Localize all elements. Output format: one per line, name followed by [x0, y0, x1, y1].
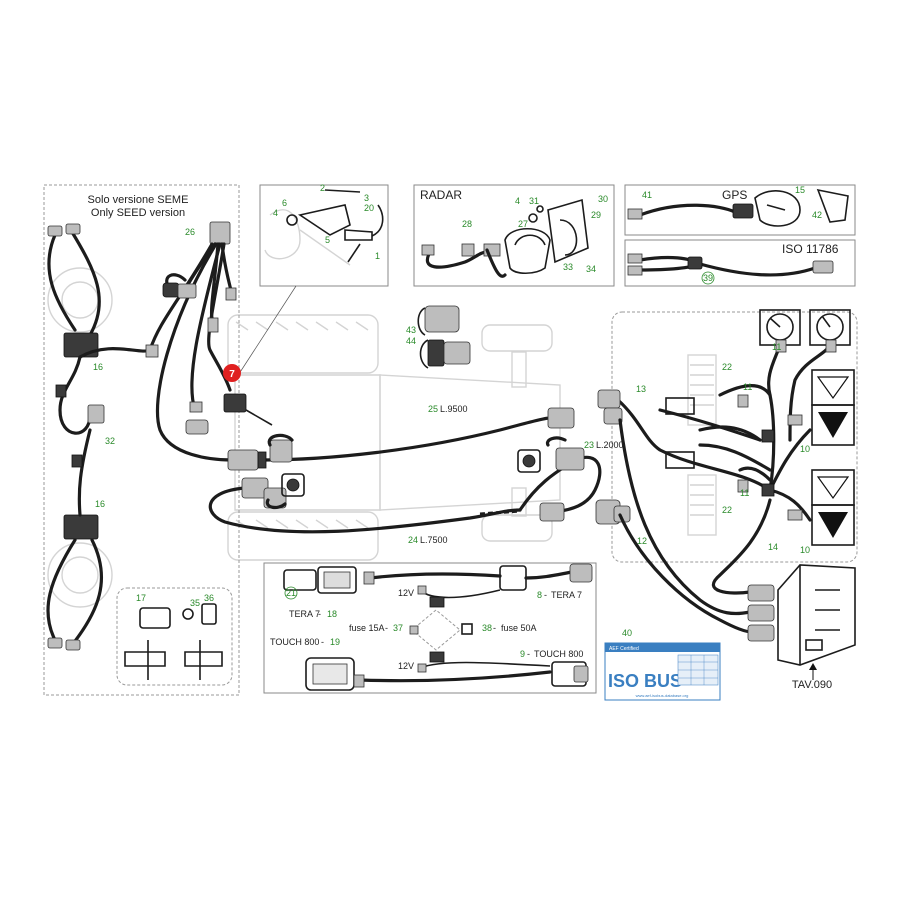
part-16a: 16 [93, 362, 103, 372]
gps-title: GPS [722, 188, 747, 202]
part-37: 37 [393, 623, 403, 633]
part-2: 2 [320, 183, 325, 193]
part-25: 25 [428, 404, 438, 414]
right-sensor-area [595, 309, 858, 563]
caption-fuse15: fuse 15A [349, 623, 385, 633]
part-17: 17 [136, 593, 146, 603]
part-16b: 16 [95, 499, 105, 509]
main-cables [208, 407, 602, 534]
part-27: 27 [518, 219, 528, 229]
isobus-logo: AEF Certified ISO BUS www.aef-isobus-dat… [604, 642, 721, 701]
part-4a: 4 [273, 208, 278, 218]
part-11b: 11 [743, 382, 752, 392]
part-20: 20 [364, 203, 374, 213]
svg-text:-: - [493, 623, 496, 633]
caption-12v-b: 12V [398, 661, 414, 671]
svg-text:-: - [321, 637, 324, 647]
part-15: 15 [795, 185, 805, 195]
svg-text:7: 7 [229, 369, 235, 380]
part-12: 12 [637, 536, 647, 546]
part-10b: 10 [800, 545, 810, 555]
part-21: 21 [286, 588, 296, 598]
caption-l2000: L.2000 [596, 440, 624, 450]
part-26: 26 [185, 227, 195, 237]
table-ref: TAV.090 [792, 679, 832, 691]
part-44: 44 [406, 336, 416, 346]
svg-text:-: - [527, 649, 530, 659]
part-5: 5 [325, 235, 330, 245]
isobus-url: www.aef-isobus-database.org [636, 693, 689, 698]
part-43: 43 [406, 325, 416, 335]
part-40: 40 [622, 628, 632, 638]
part-9: 9 [520, 649, 525, 659]
terminal-box [263, 562, 597, 694]
caption-l9500: L.9500 [440, 404, 468, 414]
part-10a: 10 [800, 444, 810, 454]
part-34: 34 [586, 264, 596, 274]
part-24: 24 [408, 535, 418, 545]
tractor-outline [227, 314, 561, 561]
part-35: 35 [190, 598, 200, 608]
callout-badge-7[interactable]: 7 [223, 364, 241, 382]
part-19: 19 [330, 637, 340, 647]
caption-cable8: TERA 7 [551, 590, 582, 600]
radar-box: RADAR [413, 184, 615, 287]
part-29: 29 [591, 210, 601, 220]
caption-touch800: TOUCH 800 [270, 637, 319, 647]
part-28: 28 [462, 219, 472, 229]
part-14: 14 [768, 542, 778, 552]
isobus-header: AEF Certified [609, 646, 639, 652]
part-8: 8 [537, 590, 542, 600]
part-23: 23 [584, 440, 594, 450]
part-labels: 2 3 20 4 6 5 1 26 16 32 16 17 35 36 4 31… [93, 183, 822, 671]
caption-12v-a: 12V [398, 588, 414, 598]
seed-version-box: Solo versione SEME Only SEED version [43, 184, 240, 696]
part-38: 38 [482, 623, 492, 633]
part-41: 41 [642, 190, 652, 200]
connectors-43-44 [417, 305, 471, 369]
svg-text:-: - [318, 609, 321, 619]
gps-box: GPS [624, 184, 856, 236]
caption-tera7: TERA 7 [289, 609, 320, 619]
radar-title: RADAR [420, 188, 462, 202]
iso11786-title: ISO 11786 [782, 242, 839, 256]
part-22a: 22 [722, 362, 732, 372]
part-30: 30 [598, 194, 608, 204]
part-33: 33 [563, 262, 573, 272]
part-3: 3 [364, 193, 369, 203]
part-22b: 22 [722, 505, 732, 515]
part-18: 18 [327, 609, 337, 619]
part-31: 31 [529, 196, 539, 206]
part-11a: 11 [772, 342, 781, 352]
part-11c: 11 [740, 488, 749, 498]
part-13: 13 [636, 384, 646, 394]
detail-box-bracket [234, 184, 389, 381]
svg-text:-: - [544, 590, 547, 600]
harness-26 [145, 221, 273, 462]
caption-cable9: TOUCH 800 [534, 649, 583, 659]
part-32: 32 [105, 436, 115, 446]
caption-l7500: L.7500 [420, 535, 448, 545]
seed-title-en: Only SEED version [91, 207, 185, 219]
svg-text:-: - [385, 623, 388, 633]
part-36: 36 [204, 593, 214, 603]
iso11786-box: ISO 11786 [624, 239, 856, 287]
caption-fuse50: fuse 50A [501, 623, 537, 633]
part-1: 1 [375, 251, 380, 261]
part-42: 42 [812, 210, 822, 220]
seed-title-it: Solo versione SEME [88, 194, 189, 206]
part-4b: 4 [515, 196, 520, 206]
part-6: 6 [282, 198, 287, 208]
ecu-unit: TAV.090 [618, 418, 856, 691]
isobus-word: ISO BUS [608, 671, 682, 691]
part-39: 39 [703, 273, 713, 283]
